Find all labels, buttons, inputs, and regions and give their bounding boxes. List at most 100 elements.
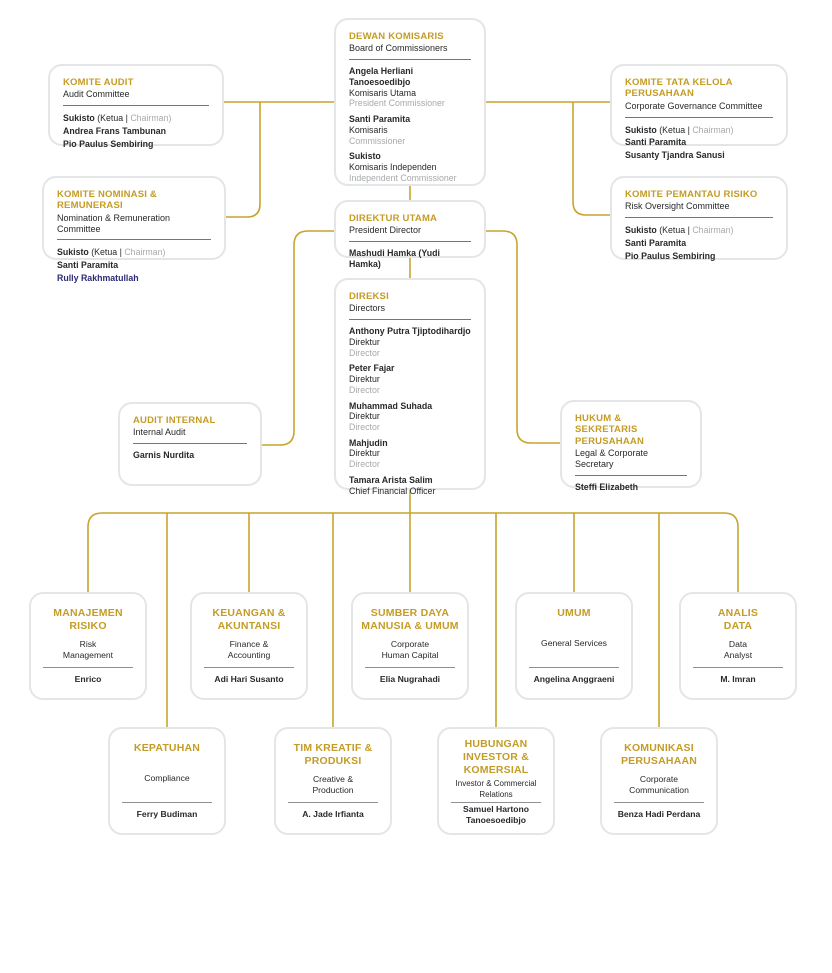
member-name: Rully Rakhmatullah	[57, 272, 139, 283]
box-tim-kreatif-produksi: TIM KREATIF & PRODUKSI Creative & Produc…	[274, 727, 392, 835]
box-title: TIM KREATIF & PRODUKSI	[293, 742, 373, 768]
divider	[133, 443, 247, 445]
member-name: Garnis Nurdita	[133, 450, 195, 461]
member-name: Pio Paulus Sembiring	[63, 138, 154, 149]
divider	[625, 217, 773, 219]
member-list: Sukisto (Ketua | Chairman) Andrea Frans …	[63, 112, 209, 150]
box-title: KOMITE NOMINASI & REMUNERASI	[57, 189, 157, 212]
box-subtitle: Risk Oversight Committee	[625, 201, 730, 212]
box-title: MANAJEMEN RISIKO	[53, 607, 123, 633]
member-name: Pio Paulus Sembiring	[625, 250, 716, 261]
divider	[349, 241, 471, 243]
connector-trunk	[87, 512, 739, 598]
box-komite-pemantau-risiko: KOMITE PEMANTAU RISIKO Risk Oversight Co…	[610, 176, 788, 262]
member-name: Mashudi Hamka (Yudi Hamka)	[349, 248, 440, 269]
connector-dirut-auditinternal	[258, 230, 338, 446]
member-list: Sukisto (Ketua | Chairman) Santi Paramit…	[625, 124, 773, 162]
box-title: HUBUNGAN INVESTOR & KOMERSIAL	[463, 738, 529, 777]
member-name: Adi Hari Susanto	[214, 674, 284, 685]
box-subtitle: Audit Committee	[63, 89, 130, 100]
member-role-id: Komisaris Utama	[349, 87, 416, 98]
box-title: HUKUM & SEKRETARIS PERUSAHAAN	[575, 413, 645, 447]
box-title: KOMUNIKASI PERUSAHAAN	[620, 742, 698, 768]
member-name: Santi Paramita	[349, 114, 411, 125]
box-hukum-sekretaris: HUKUM & SEKRETARIS PERUSAHAAN Legal & Co…	[560, 400, 702, 492]
member-name: Samuel Hartono Tanoesoedibjo	[463, 804, 529, 825]
member-name: Elia Nugrahadi	[379, 674, 441, 685]
box-subtitle: Investor & Commercial Relations	[455, 779, 537, 799]
connector-dirut-hukum	[482, 230, 564, 444]
connector-dewan-pemantau	[572, 102, 616, 216]
member-name: Santi Paramita	[625, 237, 687, 248]
member-name: Angela Herliani Tanoesoedibjo	[349, 66, 414, 87]
committee-chair: Sukisto (Ketua | Chairman)	[625, 124, 734, 135]
member-role-en: Director	[349, 421, 380, 432]
member-role-id: Direktur	[349, 448, 380, 459]
box-umum: UMUM General Services Angelina Anggraeni	[515, 592, 633, 700]
divider	[57, 239, 211, 241]
member-role-id: Direktur	[349, 336, 380, 347]
box-title: KOMITE PEMANTAU RISIKO	[625, 189, 758, 200]
member: Sukisto Komisaris Independen Independent…	[349, 151, 471, 183]
box-analis-data: ANALIS DATA Data Analyst M. Imran	[679, 592, 797, 700]
member-name: Susanty Tjandra Sanusi	[625, 150, 725, 161]
member-role-id: Komisaris	[349, 124, 388, 135]
member-name: Mahjudin	[349, 437, 388, 448]
divider	[63, 105, 209, 107]
member: Anthony Putra Tjiptodihardjo Direktur Di…	[349, 326, 471, 358]
box-subtitle: Creative & Production	[312, 773, 354, 796]
box-subtitle: General Services	[541, 637, 607, 648]
member-name: Benza Hadi Perdana	[617, 809, 701, 820]
member-name: Sukisto	[349, 151, 381, 162]
box-direktur-utama: DIREKTUR UTAMA President Director Mashud…	[334, 200, 486, 269]
divider	[349, 59, 471, 61]
box-title: KEUANGAN & AKUNTANSI	[212, 607, 286, 633]
divider	[451, 802, 541, 803]
member-role-id: Direktur	[349, 374, 380, 385]
box-title: KOMITE TATA KELOLA PERUSAHAAN	[625, 77, 733, 100]
member-name: Andrea Frans Tambunan	[63, 125, 166, 136]
box-subtitle: Corporate Human Capital	[381, 638, 439, 661]
divider	[365, 667, 455, 668]
member-role-id: Direktur	[349, 411, 380, 422]
divider	[693, 667, 783, 668]
member-role-en: Director	[349, 347, 380, 358]
member-role-id: Komisaris Independen	[349, 161, 437, 172]
box-subtitle: Directors	[349, 303, 386, 314]
box-subtitle: Risk Management	[62, 638, 114, 661]
connector-dewan-nominasi	[220, 102, 261, 218]
member-name: Tamara Arista Salim	[349, 474, 433, 485]
box-title: ANALIS DATA	[717, 607, 759, 633]
divider	[43, 667, 133, 668]
member-name: Santi Paramita	[625, 137, 687, 148]
box-sumber-daya-manusia: SUMBER DAYA MANUSIA & UMUM Corporate Hum…	[351, 592, 469, 700]
member: Angela Herliani Tanoesoedibjo Komisaris …	[349, 66, 471, 109]
divider	[575, 474, 687, 476]
box-manajemen-risiko: MANAJEMEN RISIKO Risk Management Enrico	[29, 592, 147, 700]
box-subtitle: Data Analyst	[723, 638, 753, 661]
member-list: Sukisto (Ketua | Chairman) Santi Paramit…	[625, 224, 773, 262]
member-list: Sukisto (Ketua | Chairman) Santi Paramit…	[57, 246, 211, 284]
committee-chair: Sukisto (Ketua | Chairman)	[625, 225, 734, 236]
box-title: KOMITE AUDIT	[63, 77, 134, 88]
member-role-en: Director	[349, 459, 380, 470]
box-title: KEPATUHAN	[133, 742, 201, 754]
member-name: Anthony Putra Tjiptodihardjo	[349, 326, 471, 337]
box-subtitle: Board of Commissioners	[349, 43, 448, 54]
box-subtitle: President Director	[349, 225, 422, 236]
box-subtitle: Finance & Accounting	[227, 638, 271, 661]
box-audit-internal: AUDIT INTERNAL Internal Audit Garnis Nur…	[118, 402, 262, 486]
box-hubungan-investor: HUBUNGAN INVESTOR & KOMERSIAL Investor &…	[437, 727, 555, 835]
box-direksi: DIREKSI Directors Anthony Putra Tjiptodi…	[334, 278, 486, 496]
divider	[349, 319, 471, 321]
member-name: Steffi Elizabeth	[575, 481, 639, 492]
member-name: Enrico	[74, 674, 102, 685]
member-name: M. Imran	[720, 674, 756, 685]
box-komite-nominasi: KOMITE NOMINASI & REMUNERASI Nomination …	[42, 176, 226, 283]
box-title: DIREKSI	[349, 291, 389, 302]
divider	[614, 802, 704, 803]
box-title: DIREKTUR UTAMA	[349, 213, 438, 224]
committee-chair: Sukisto (Ketua | Chairman)	[63, 113, 172, 124]
